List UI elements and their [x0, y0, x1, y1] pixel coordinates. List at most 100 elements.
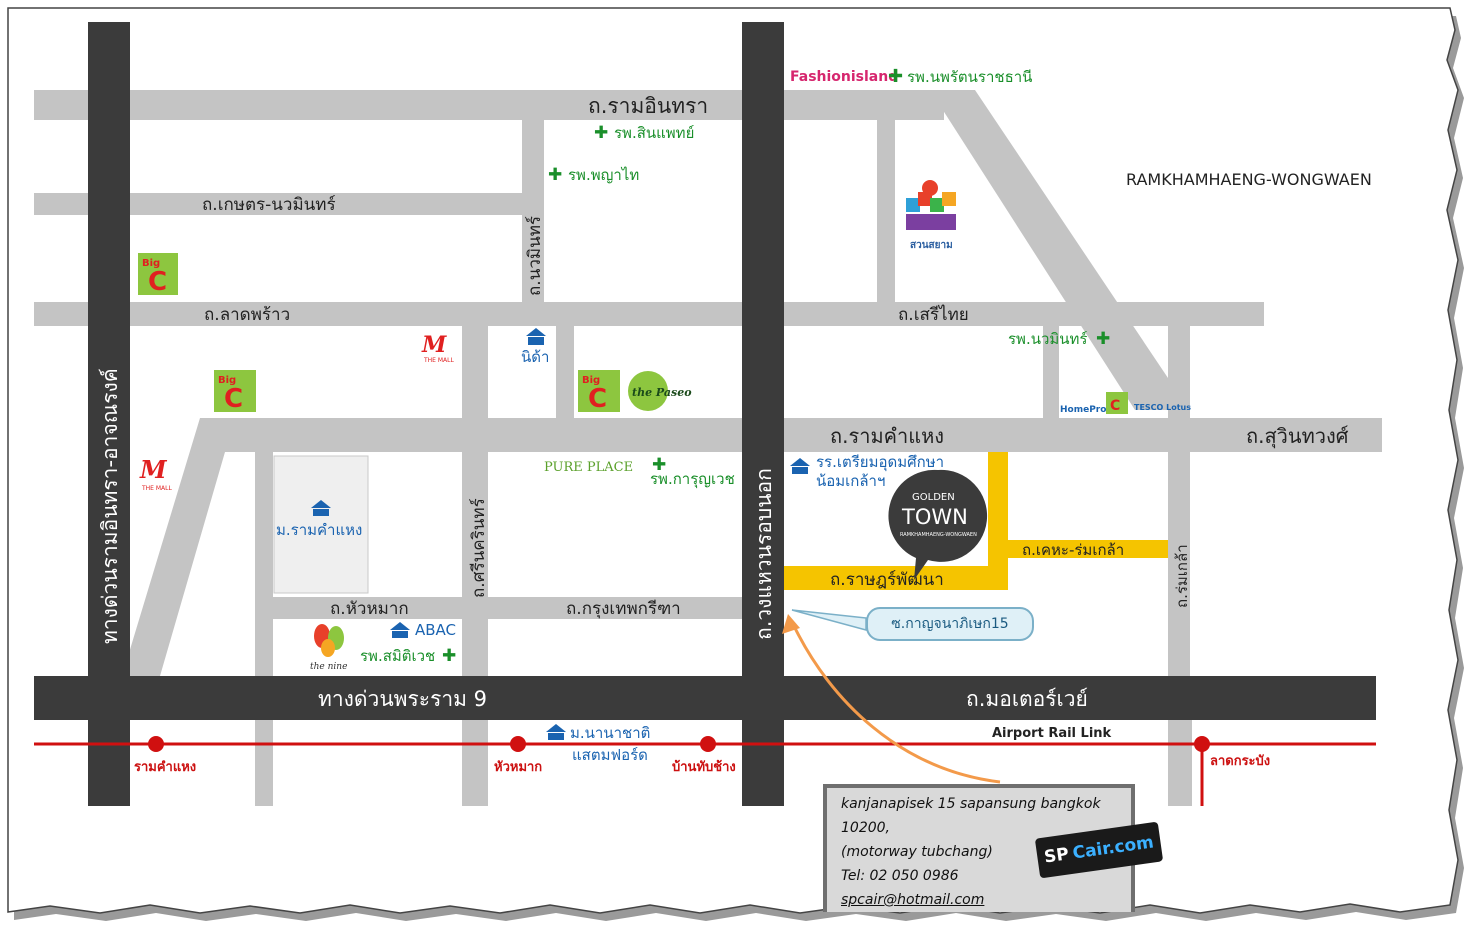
the-nine-logo: the nine [310, 624, 347, 672]
road-kaset-nawamin [34, 193, 544, 215]
svg-text:C: C [588, 384, 607, 414]
road-label-sukhumvit: ถ.สุวินทวงศ์ [1246, 424, 1349, 449]
road-label-serithai: ถ.เสรีไทย [898, 304, 969, 325]
road-ladkrabang-link [1182, 720, 1192, 806]
tesco-lotus-logo: TESCO Lotus [1134, 403, 1191, 412]
poi-hosp-sinphaet: รพ.สินแพทย์ [614, 124, 694, 142]
building-icon [790, 458, 810, 474]
road-label-ratpattana: ถ.ราษฎร์พัฒนา [830, 570, 944, 590]
svg-text:RAMKHAMHAENG-WONGWAEN: RAMKHAMHAENG-WONGWAEN [900, 532, 977, 538]
svg-text:THE MALL: THE MALL [423, 357, 454, 364]
road-wongwaen [742, 22, 784, 806]
poi-hosp-phyathai: รพ.พญาไท [568, 166, 639, 184]
building-icon [390, 622, 410, 638]
road-krungthep [488, 597, 744, 619]
road-label-krungthep: ถ.กรุงเทพกรีฑา [566, 599, 681, 619]
road-srinakarin [462, 326, 488, 806]
big-c-logo: Big C [214, 370, 256, 414]
major-roads [34, 22, 1376, 806]
plus-icon: ✚ [1096, 329, 1110, 349]
road-vertical-1043 [1043, 326, 1059, 420]
road-label-huamak: ถ.หัวหมาก [330, 599, 409, 619]
address-box: kanjanapisek 15 sapansung bangkok 10200,… [823, 784, 1135, 912]
paper [7, 7, 1459, 914]
address-phone: Tel: 02 050 0986 [841, 868, 959, 884]
road-vertical-877 [877, 120, 895, 302]
poi-school: รร.เตรียมอุดมศึกษา [816, 453, 944, 472]
station-dot-bantubchang [700, 736, 716, 752]
building-icon [311, 500, 331, 516]
road-vertical-255 [255, 452, 273, 806]
road-expressway-west [88, 22, 130, 806]
arrow-head-icon [782, 614, 800, 634]
svg-text:TOWN: TOWN [901, 505, 968, 529]
road-label-nawamin: ถ.นวมินทร์ [525, 216, 545, 296]
building-icon [526, 328, 546, 345]
road-ramkhamhaeng-west [122, 418, 1382, 676]
road-motorway [34, 676, 1376, 720]
poi-ramkhamhaeng-univ: ม.รามคำแหง [276, 521, 362, 539]
poi-school-2: น้อมเกล้าฯ [816, 472, 885, 490]
road-huamak [255, 597, 487, 619]
road-ramintra [34, 90, 944, 120]
svg-text:M: M [139, 455, 168, 484]
address-line: kanjanapisek 15 sapansung bangkok [841, 796, 1101, 812]
plus-icon: ✚ [888, 66, 903, 87]
road-label-expressway-west: ทางด่วนรามอินทรา-อาจณรงค์ [98, 368, 122, 644]
siam-park-caption: สวนสยาม [910, 240, 953, 251]
address-line: (motorway tubchang) [841, 844, 993, 860]
road-label-romklao: ถ.ร่มเกล้า [1173, 544, 1191, 608]
road-label-ladprao: ถ.ลาดพร้าว [204, 305, 290, 325]
ramkhamhaeng-univ-block [273, 455, 369, 594]
station-label-huamak: หัวหมาก [494, 760, 542, 775]
the-mall-logo: M THE MALL [421, 332, 454, 364]
svg-text:the Paseo: the Paseo [632, 386, 692, 399]
poi-hosp-samitivej: รพ.สมิติเวช [360, 647, 435, 665]
road-nawamin [522, 120, 544, 302]
siam-park-logo: สวนสยาม [906, 180, 956, 251]
station-label-bantubchang: บ้านทับช้าง [672, 759, 736, 775]
area-title: RAMKHAMHAENG-WONGWAEN [1126, 170, 1372, 189]
pure-place-logo: PURE PLACE [544, 460, 633, 475]
plus-icon: ✚ [548, 165, 562, 185]
soi-callout: ซ.กาญจนาภิเษก15 [866, 607, 1034, 641]
svg-text:GOLDEN: GOLDEN [912, 492, 955, 503]
the-paseo-logo: the Paseo [628, 371, 692, 411]
big-c-logo: Big C [138, 253, 178, 297]
svg-text:C: C [1110, 398, 1120, 414]
poi-hosp-karunvej: รพ.การุญเวช [650, 470, 735, 489]
spcair-logo-cair: Cair.com [1071, 832, 1156, 864]
svg-text:C: C [148, 267, 167, 297]
road-label-kaset-nawamin: ถ.เกษตร-นวมินทร์ [202, 195, 336, 215]
poi-nida: นิด้า [521, 348, 549, 366]
svg-text:M: M [421, 332, 447, 358]
station-dot-ladkrabang [1194, 736, 1210, 752]
road-label-kheha: ถ.เคหะ-ร่มเกล้า [1022, 541, 1124, 559]
poi-hosp-nawamin: รพ.นวมินทร์ [1008, 330, 1087, 348]
address-line: 10200, [841, 820, 890, 836]
fashion-island-logo: Fashionisland [790, 69, 898, 85]
road-ladprao [34, 302, 1264, 326]
homepro-logo: HomePro [1060, 405, 1106, 415]
airport-rail-link [34, 736, 1376, 806]
station-label-ladkrabang: ลาดกระบัง [1210, 754, 1270, 769]
golden-town-marker: GOLDEN TOWN RAMKHAMHAENG-WONGWAEN [888, 469, 988, 580]
building-icon [546, 724, 566, 740]
svg-text:the nine: the nine [310, 662, 347, 672]
road-ramintra-diagonal [930, 90, 1168, 410]
minor-roads [34, 90, 1382, 806]
road-label-ramkhamhaeng: ถ.รามคำแหง [830, 424, 944, 448]
soi-callout-text: ซ.กาญจนาภิเษก15 [891, 616, 1009, 632]
road-label-motorway: ถ.มอเตอร์เวย์ [966, 687, 1088, 711]
location-arrow [792, 625, 1001, 784]
road-ratpattana [784, 566, 1008, 590]
big-c-logo: C [1106, 392, 1128, 414]
big-c-logo: Big C [578, 370, 620, 414]
station-dot-ramkhamhaeng [148, 736, 164, 752]
plus-icon: ✚ [652, 455, 666, 475]
station-dot-huamak [510, 736, 526, 752]
svg-text:Big: Big [142, 258, 160, 269]
road-nida [556, 326, 574, 418]
road-label-wongwaen: ถ.วงแหวนรอบนอก [752, 468, 776, 640]
